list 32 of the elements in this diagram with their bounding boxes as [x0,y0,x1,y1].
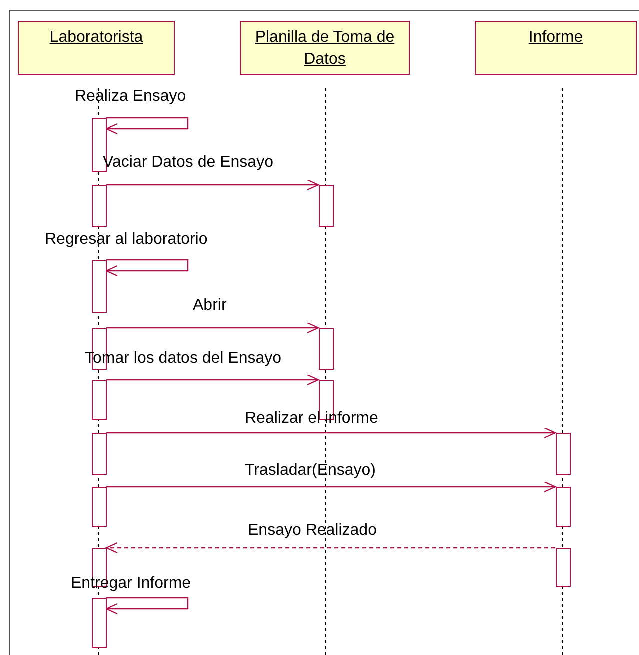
edge-label: Realiza Ensayo [75,88,186,106]
message-arrow [106,481,556,493]
activation-bar [92,185,106,227]
activation-bar [92,380,106,420]
edge-label: Ensayo Realizado [248,522,377,540]
activation-bar [92,487,106,527]
message-arrow [106,179,320,191]
message-arrow [106,427,556,439]
lifeline-header [18,21,175,75]
activation-bar [92,260,106,313]
activation-bar [556,433,570,475]
return-message-arrow [106,542,556,554]
activation-bar [318,328,334,370]
edge-label: Trasladar(Ensayo) [245,462,376,480]
activation-bar [556,487,570,527]
message-arrow [106,597,189,615]
object-name: Planilla de Toma de Datos [254,28,396,70]
object-name: Laboratorista [50,28,144,48]
message-arrow [106,117,189,135]
activation-bar [92,598,106,648]
edge-label: Abrir [193,297,227,315]
activation-bar [92,433,106,475]
message-arrow [106,259,189,277]
edge-label: Regresar al laboratorio [45,231,208,249]
message-arrow [106,374,320,386]
lifeline-header [475,21,637,75]
message-arrow [106,322,320,334]
object-name: Informe [528,28,584,48]
activation-bar [318,185,334,227]
edge-label: Realizar el informe [245,410,378,428]
activation-bar [556,548,570,587]
lifeline-header [240,21,410,75]
